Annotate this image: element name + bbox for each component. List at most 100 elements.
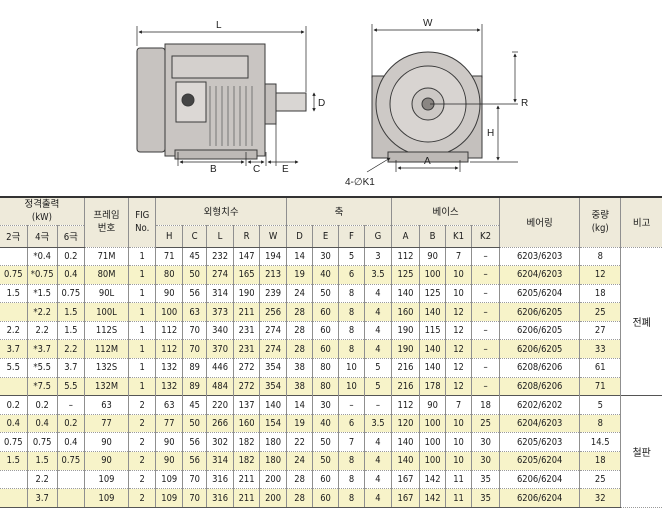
terminal-box-top xyxy=(171,55,249,79)
table-cell: 0.2 xyxy=(0,395,28,415)
table-cell: 2.2 xyxy=(27,470,58,490)
table-cell: 90 xyxy=(419,395,447,415)
table-cell: 316 xyxy=(206,470,235,490)
table-cell: 1.5 xyxy=(57,321,85,341)
table-cell: 100 xyxy=(419,451,447,471)
header-shaft-col: E xyxy=(312,225,339,248)
table-cell: 0.4 xyxy=(0,414,28,434)
dim-label-W: W xyxy=(423,18,433,29)
table-cell: 120 xyxy=(391,414,421,434)
header-rated-output-unit: (kW) xyxy=(31,212,52,224)
table-cell: 89 xyxy=(182,358,208,378)
table-cell: 3.5 xyxy=(364,265,392,285)
table-cell: 314 xyxy=(206,451,235,471)
table-cell: 154 xyxy=(259,414,288,434)
header-frame-no-line1: 프레임 xyxy=(93,210,120,222)
table-cell: 180 xyxy=(259,451,288,471)
table-cell: 2.2 xyxy=(27,321,58,341)
header-weight-line2: (kg) xyxy=(591,223,609,235)
table-cell: 140 xyxy=(391,284,421,304)
table-cell: 61 xyxy=(579,358,622,378)
table-cell: 231 xyxy=(233,321,261,341)
table-cell: 190 xyxy=(391,321,421,341)
table-cell: 109 xyxy=(155,470,184,490)
remarks-cell: 전폐 xyxy=(620,247,662,397)
table-cell: 10 xyxy=(445,284,472,304)
table-cell: 2 xyxy=(128,451,157,471)
dim-label-hole: 4-∅K1 xyxy=(345,177,375,188)
table-cell: 4 xyxy=(364,302,392,322)
header-bearing: 베어링 xyxy=(499,196,581,248)
table-cell: 373 xyxy=(206,302,235,322)
table-cell: 112 xyxy=(155,321,184,341)
table-cell: 5.5 xyxy=(57,377,85,397)
table-cell: *2.2 xyxy=(27,302,58,322)
header-base-col: B xyxy=(419,225,447,248)
table-cell: *5.5 xyxy=(27,358,58,378)
table-cell: – xyxy=(471,339,501,360)
table-cell: 274 xyxy=(259,321,288,341)
header-pole: 4극 xyxy=(27,225,58,248)
table-cell: 182 xyxy=(233,432,261,453)
table-cell: 132 xyxy=(155,377,184,397)
table-cell: 8 xyxy=(338,488,365,508)
table-cell: 2 xyxy=(128,432,157,453)
table-cell: 180 xyxy=(259,432,288,453)
table-cell: 7 xyxy=(445,395,472,415)
table-cell: 70 xyxy=(182,470,208,490)
table-cell: – xyxy=(471,377,501,397)
table-cell: 18 xyxy=(471,395,501,415)
table-cell: – xyxy=(471,321,501,341)
motor-side-view xyxy=(136,43,307,160)
table-cell: 80 xyxy=(312,358,339,378)
table-cell: 6202/6202 xyxy=(499,395,581,415)
table-cell: 190 xyxy=(233,284,261,304)
table-cell: 90 xyxy=(419,247,447,267)
front-feet xyxy=(387,151,469,163)
table-cell: 8 xyxy=(579,414,622,434)
table-cell: 6208/6206 xyxy=(499,358,581,378)
table-cell: – xyxy=(471,358,501,378)
header-dim-col: W xyxy=(259,225,288,248)
table-cell xyxy=(0,247,28,267)
dim-label-B: B xyxy=(210,164,217,175)
header-base-col: K1 xyxy=(445,225,472,248)
table-cell: *1.5 xyxy=(27,284,58,304)
table-cell: 10 xyxy=(445,432,472,453)
table-cell: 1 xyxy=(128,377,157,397)
table-cell: 4 xyxy=(364,321,392,341)
table-cell: 5 xyxy=(579,395,622,415)
table-cell: 45 xyxy=(182,247,208,267)
motor-flange xyxy=(264,83,277,125)
table-cell: 11 xyxy=(445,488,472,508)
table-cell: 211 xyxy=(233,488,261,508)
table-cell: 27 xyxy=(579,321,622,341)
header-dim-col: H xyxy=(155,225,184,248)
table-cell: 56 xyxy=(182,432,208,453)
table-cell: *0.75 xyxy=(27,265,58,285)
table-cell xyxy=(0,470,28,490)
table-cell: 132M xyxy=(84,377,130,397)
table-cell: 0.4 xyxy=(27,414,58,434)
header-shaft-col: D xyxy=(286,225,314,248)
table-cell: 77 xyxy=(155,414,184,434)
table-cell: 12 xyxy=(445,302,472,322)
table-cell: 446 xyxy=(206,358,235,378)
table-cell: 70 xyxy=(182,339,208,360)
dim-label-C: C xyxy=(253,164,260,175)
table-cell: 8 xyxy=(338,339,365,360)
table-cell: 3 xyxy=(364,247,392,267)
motor-dimension-drawing: L D B C E W R H A 4-∅K1 xyxy=(136,18,528,188)
header-dim-col: L xyxy=(206,225,235,248)
table-cell: 35 xyxy=(471,470,501,490)
table-cell: 1.5 xyxy=(27,451,58,471)
table-cell: 60 xyxy=(312,302,339,322)
table-cell: 8 xyxy=(338,284,365,304)
table-cell: 50 xyxy=(312,432,339,453)
table-cell: 112M xyxy=(84,339,130,360)
table-cell: 2.2 xyxy=(57,339,85,360)
